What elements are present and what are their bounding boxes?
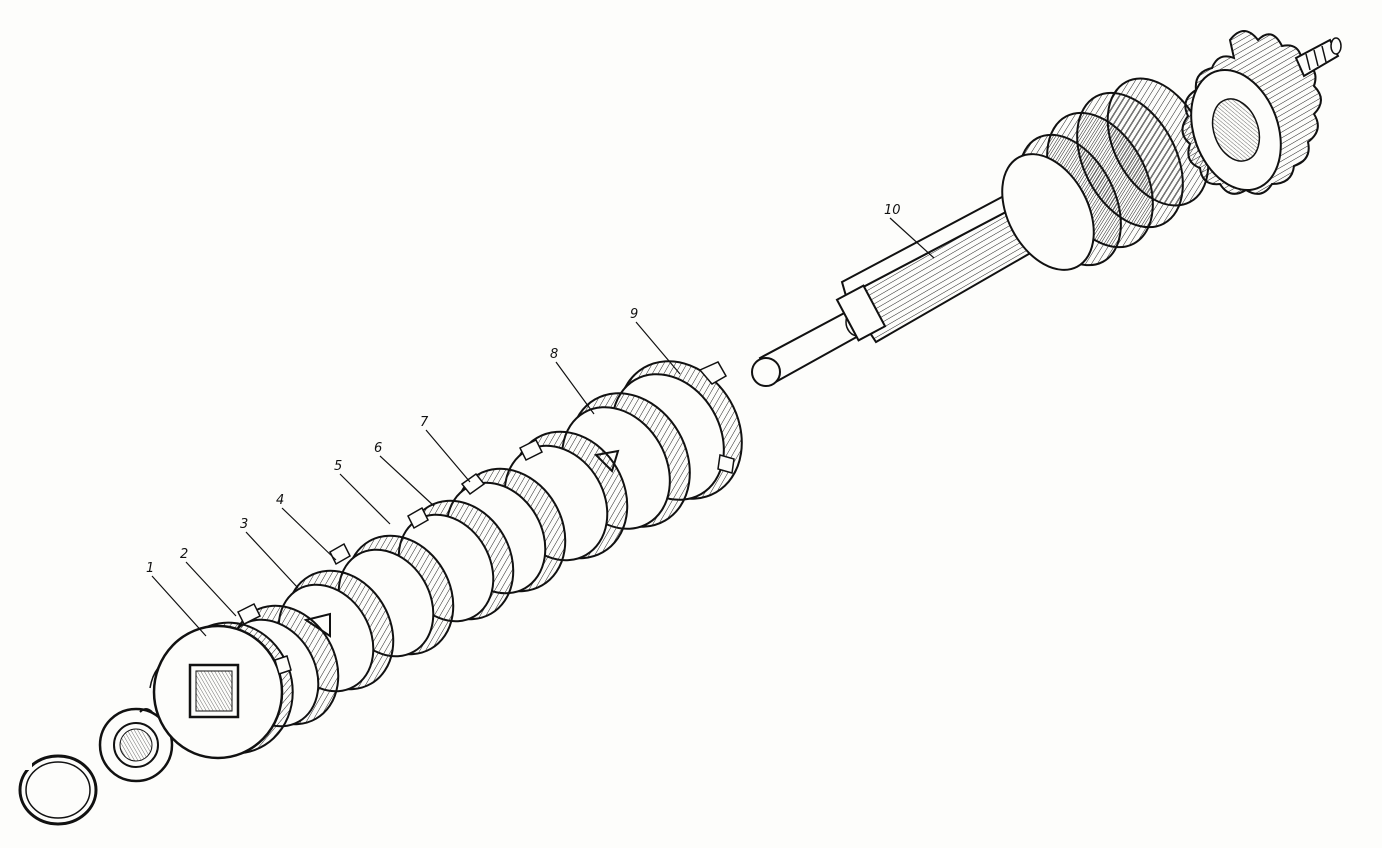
large-gear [1181,30,1322,195]
svg-text:9: 9 [630,307,638,322]
callout-6: 6 [374,441,435,507]
svg-text:3: 3 [240,517,248,532]
collar-rings [1001,77,1210,271]
svg-text:8: 8 [550,347,558,362]
svg-text:6: 6 [374,441,382,456]
svg-text:7: 7 [420,415,429,430]
threaded-stub [1294,37,1342,78]
callouts: 1 2 3 4 5 6 7 8 [146,203,935,637]
svg-text:2: 2 [180,547,188,562]
shaft-assembly [751,30,1342,387]
callout-9: 9 [630,307,681,375]
callout-8: 8 [550,347,595,415]
callout-7: 7 [420,415,471,483]
spring-washer [98,707,174,783]
callout-5: 5 [334,459,391,525]
gear-disc-stack [149,360,743,760]
callout-2: 2 [180,547,237,617]
callout-1: 1 [146,561,207,637]
callout-10: 10 [884,203,935,259]
snap-ring [18,754,98,826]
disc-1 [149,621,294,760]
callout-4: 4 [276,493,337,561]
svg-text:10: 10 [884,203,901,218]
svg-text:5: 5 [334,459,342,474]
svg-text:1: 1 [146,561,154,576]
svg-text:4: 4 [276,493,284,508]
callout-3: 3 [240,517,299,589]
